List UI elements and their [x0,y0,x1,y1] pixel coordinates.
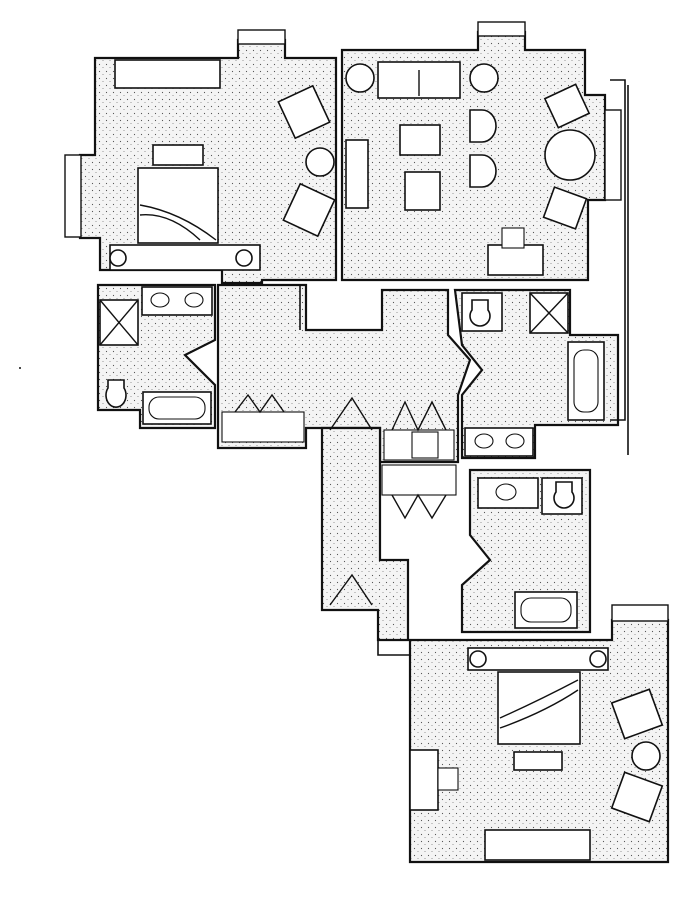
side-table [305,147,335,177]
window [64,154,82,238]
desk [409,749,439,811]
sink [184,292,204,308]
bedroom-2 [408,604,670,864]
window [237,29,286,45]
desk-chair [501,227,525,249]
armchair [543,83,591,129]
bed [137,167,219,244]
armchair [610,771,664,823]
nightstand-lamp [469,650,487,668]
bathroom-1 [96,283,217,430]
toilet [105,379,127,408]
armchair [282,182,336,238]
bed [497,671,581,745]
sink [150,292,170,308]
exterior-walls [299,79,629,656]
side-table [345,63,375,93]
closet [221,411,305,443]
sink [505,433,525,449]
dresser [484,829,591,861]
armchair [542,186,588,230]
armchair [610,688,664,740]
coffee-table [399,124,441,156]
round-table [544,129,596,181]
console-table [345,139,369,209]
side-table [631,741,661,771]
living-room [340,21,622,282]
desk [487,244,544,276]
nightstand-lamp [235,249,253,267]
chair [469,109,497,143]
bedroom-1 [64,29,338,285]
wet-bar [411,431,439,459]
bed-bench [467,647,609,671]
dresser [114,59,221,89]
corridor [320,396,457,642]
side-table [469,63,499,93]
nightstand-lamp [589,650,607,668]
ottoman [404,171,441,211]
window [611,604,669,622]
sink [495,483,517,501]
bathroom-2 [453,288,620,460]
armchair [277,84,331,140]
toilet [553,481,575,509]
footboard [513,751,563,771]
nightstand-lamp [109,249,127,267]
window [477,21,526,37]
entry-hall [216,283,472,464]
toilet [469,299,491,327]
desk-chair [437,767,459,791]
window [604,109,622,201]
bathroom-3 [460,468,592,634]
closet [381,464,457,496]
headboard [152,144,204,166]
chair [469,154,497,188]
sink [474,433,494,449]
